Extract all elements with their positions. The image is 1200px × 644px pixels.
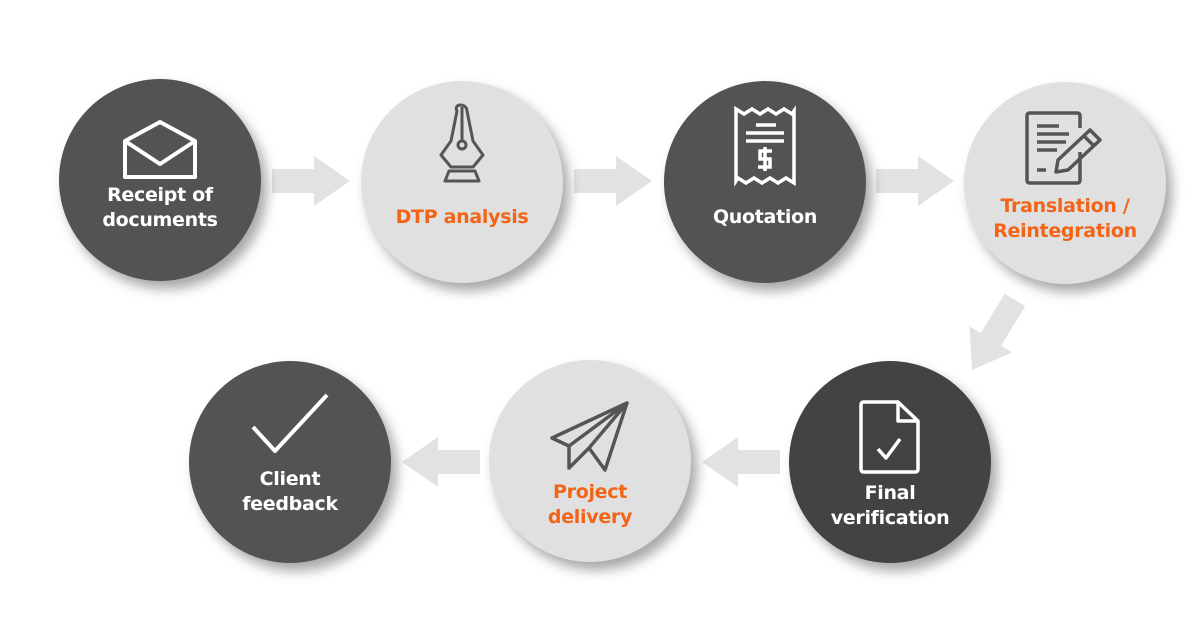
arrow-4-to-5: [969, 293, 1026, 370]
document-check-icon: [859, 400, 920, 474]
envelope-icon: [123, 120, 197, 179]
arrow-2-to-3: [574, 156, 652, 206]
step-label: Translation /Reintegration: [993, 195, 1137, 242]
arrow-5-to-6: [702, 437, 780, 487]
arrow-6-to-7: [402, 437, 480, 487]
step-label: Quotation: [712, 206, 818, 228]
pen-nib-icon: [439, 103, 485, 183]
arrow-1-to-2: [272, 156, 350, 206]
step-translation-reintegration: Translation /Reintegration: [964, 82, 1166, 284]
arrow-3-to-4: [876, 156, 954, 206]
paper-plane-icon: [550, 401, 629, 472]
document-edit-icon: [1025, 111, 1102, 185]
receipt-dollar-icon: [734, 105, 796, 187]
step-quotation: Quotation: [664, 81, 866, 283]
step-dtp-analysis: DTP analysis: [361, 81, 563, 283]
checkmark-icon: [251, 393, 329, 453]
step-label: DTP analysis: [395, 206, 529, 228]
